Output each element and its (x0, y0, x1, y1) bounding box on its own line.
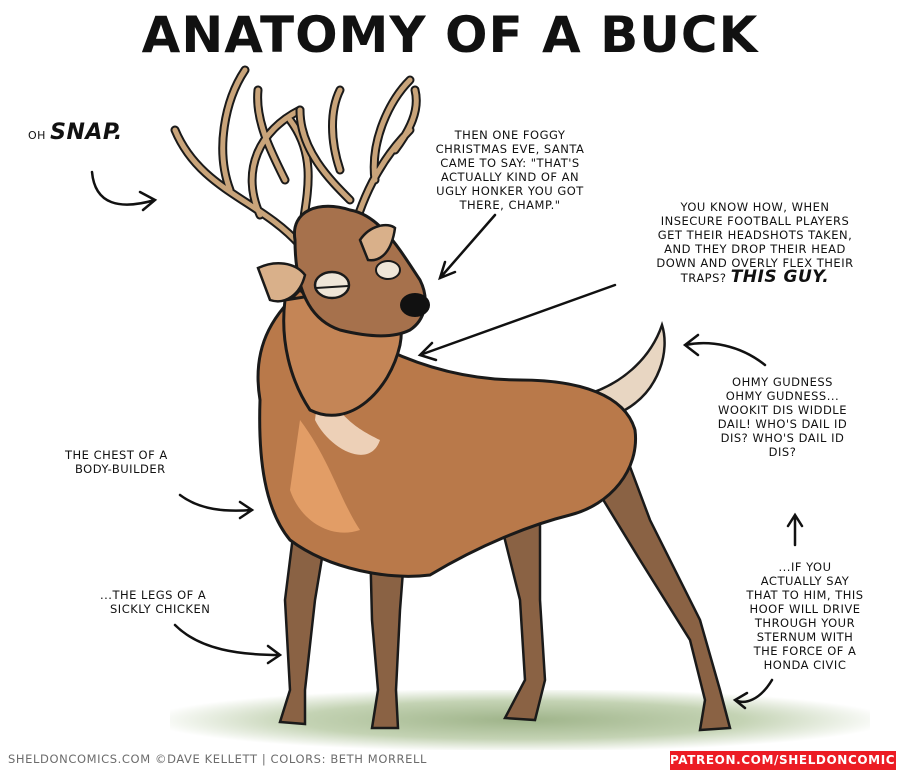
chest-caption: THE CHEST OF A BODY-BUILDER (65, 448, 168, 476)
antlers (170, 65, 421, 250)
nose (400, 293, 430, 317)
this-guy-text: THIS GUY. (730, 267, 830, 287)
caption-line: THROUGH YOUR (754, 616, 856, 630)
caption-line: HOOF WILL DRIVE (749, 602, 861, 616)
caption-line: YOU KNOW HOW, WHEN (680, 200, 830, 214)
arrows (90, 170, 804, 710)
legs (278, 437, 732, 732)
caption-line: AND THEY DROP THEIR HEAD (664, 242, 846, 256)
caption-line: DOWN AND OVERLY FLEX THEIR (656, 256, 854, 270)
caption-line: THE CHEST OF A (65, 448, 168, 462)
traps-text: TRAPS? (680, 271, 727, 285)
caption-line: DIS? WHO'S DAIL ID (720, 431, 845, 445)
snap-text: SNAP. (50, 120, 123, 145)
caption-line: THE FORCE OF A (753, 644, 857, 658)
right-ear (358, 223, 397, 262)
caption-line: HONDA CIVIC (763, 658, 847, 672)
caption-line: CHRISTMAS EVE, SANTA (435, 142, 585, 156)
caption-line: ACTUALLY SAY (760, 574, 850, 588)
caption-line: GET THEIR HEADSHOTS TAKEN, (657, 228, 853, 242)
caption-line: OHMY GUDNESS (732, 375, 833, 389)
caption-line: ...THE LEGS OF A (100, 588, 207, 602)
caption-line: ...IF YOU (778, 560, 832, 574)
caption-line: THERE, CHAMP." (459, 198, 561, 212)
football-caption: YOU KNOW HOW, WHEN INSECURE FOOTBALL PLA… (615, 200, 895, 287)
caption-line: BODY-BUILDER (75, 462, 166, 476)
caption-line: THAT TO HIM, THIS (746, 588, 864, 602)
legs-caption: ...THE LEGS OF A SICKLY CHICKEN (100, 588, 210, 616)
santa-caption: THEN ONE FOGGY CHRISTMAS EVE, SANTA CAME… (420, 128, 600, 212)
caption-line: STERNUM WITH (756, 630, 854, 644)
footer-credits: SHELDONCOMICS.COM ©DAVE KELLETT | COLORS… (8, 752, 428, 766)
eye (313, 270, 351, 300)
left-ear (256, 262, 307, 303)
caption-line: DAIL! WHO'S DAIL ID (717, 417, 848, 431)
hoof-caption: ...IF YOU ACTUALLY SAY THAT TO HIM, THIS… (725, 560, 885, 672)
caption-line: THEN ONE FOGGY (454, 128, 566, 142)
tail-caption: OHMY GUDNESS OHMY GUDNESS... WOOKIT DIS … (690, 375, 875, 459)
caption-line: OHMY GUDNESS... (725, 389, 840, 403)
caption-line: DIS? (768, 445, 797, 459)
comic-title: ANATOMY OF A BUCK (141, 6, 759, 64)
oh-text: OH (28, 129, 46, 142)
caption-line: SICKLY CHICKEN (110, 602, 211, 616)
caption-line: ACTUALLY KIND OF AN (440, 170, 580, 184)
patreon-link[interactable]: PATREON.COM/SHELDONCOMICS (670, 751, 900, 770)
caption-line: UGLY HONKER YOU GOT (436, 184, 584, 198)
caption-line: TRAPS? THIS GUY. (615, 267, 895, 287)
caption-line: INSECURE FOOTBALL PLAYERS (660, 214, 850, 228)
caption-line: CAME TO SAY: "THAT'S (440, 156, 580, 170)
caption-line: WOOKIT DIS WIDDLE (718, 403, 847, 417)
oh-snap-caption: OH SNAP. (28, 122, 123, 144)
